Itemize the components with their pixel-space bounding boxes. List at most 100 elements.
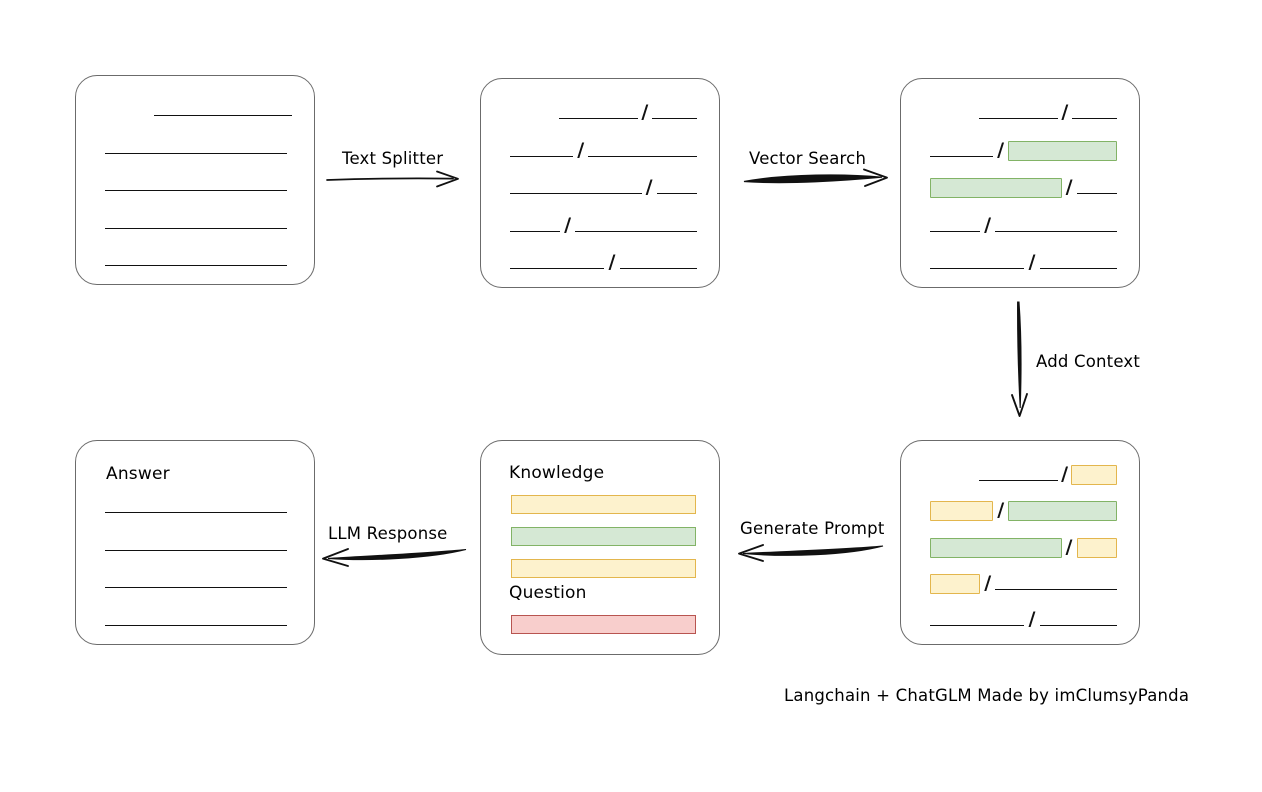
text-row — [76, 99, 314, 121]
slash-separator: / — [1028, 608, 1036, 630]
node-heading: Question — [509, 583, 587, 603]
text-row: / — [901, 138, 1139, 162]
slash-separator: / — [564, 213, 572, 236]
text-row — [76, 249, 314, 271]
text-row: / — [481, 101, 719, 124]
text-line-segment — [105, 212, 287, 234]
highlight-segment-green — [1008, 140, 1117, 161]
arrow-add-context — [1011, 301, 1028, 417]
highlight-segment-yellow — [930, 573, 981, 594]
text-row: / — [901, 608, 1139, 631]
node-source-document[interactable] — [75, 75, 315, 285]
text-line-segment — [1076, 177, 1118, 199]
text-row: / — [901, 251, 1139, 274]
text-line-segment — [995, 573, 1117, 595]
arrow-text-splitter — [326, 170, 459, 188]
edge-label-edge-llm-response: LLM Response — [328, 524, 448, 543]
slash-separator: / — [1061, 101, 1069, 123]
text-row — [76, 174, 314, 196]
arrow-generate-prompt — [738, 544, 884, 562]
content-bar-yellow — [511, 495, 696, 514]
content-bar-green — [511, 527, 696, 546]
text-line-segment — [651, 102, 698, 124]
slash-separator: / — [984, 213, 992, 236]
text-line-segment — [510, 177, 642, 199]
text-row: / — [901, 463, 1139, 486]
node-answer[interactable]: Answer — [75, 440, 315, 645]
text-line-segment — [105, 137, 287, 159]
slash-separator: / — [641, 101, 649, 123]
text-line-segment — [930, 609, 1025, 631]
slash-separator: / — [984, 571, 992, 594]
text-row: / — [901, 571, 1139, 595]
text-row — [76, 571, 314, 593]
text-row — [76, 137, 314, 159]
slash-separator: / — [997, 138, 1005, 161]
text-line-segment — [1039, 252, 1118, 274]
text-line-segment — [978, 464, 1058, 486]
highlight-segment-yellow — [1071, 465, 1117, 485]
text-line-segment — [978, 102, 1059, 124]
text-line-segment — [105, 534, 287, 556]
text-row: / — [901, 535, 1139, 559]
slash-separator: / — [577, 138, 585, 161]
text-row — [76, 212, 314, 234]
node-body: / / / / / — [901, 441, 1139, 644]
text-line-segment — [1071, 102, 1118, 124]
slash-separator: / — [1028, 251, 1036, 273]
node-body: / / / / / — [901, 79, 1139, 287]
node-context-augmented-chunks[interactable]: / / / / / — [900, 440, 1140, 645]
node-heading: Knowledge — [509, 463, 605, 483]
highlight-segment-yellow — [1076, 537, 1117, 558]
node-body: Answer — [76, 441, 314, 644]
text-line-segment — [930, 140, 994, 162]
text-line-segment — [575, 215, 697, 237]
node-split-chunks[interactable]: / / / / / — [480, 78, 720, 288]
text-row: / — [901, 499, 1139, 522]
slash-separator: / — [997, 499, 1005, 522]
slash-separator: / — [1065, 535, 1073, 558]
content-bar-red — [511, 615, 696, 634]
text-line-segment — [930, 252, 1025, 274]
edge-label-edge-add-context: Add Context — [1036, 352, 1141, 371]
edge-label-edge-generate-prompt: Generate Prompt — [740, 519, 885, 538]
node-heading: Answer — [106, 464, 170, 484]
text-row: / — [481, 176, 719, 199]
text-row — [76, 609, 314, 631]
edge-label-edge-vector-search: Vector Search — [749, 149, 867, 168]
text-line-segment — [153, 99, 293, 121]
text-line-segment — [656, 177, 698, 199]
edge-label-edge-text-splitter: Text Splitter — [342, 149, 444, 168]
node-vector-matched-chunks[interactable]: / / / / / — [900, 78, 1140, 288]
highlight-segment-green — [1008, 501, 1117, 522]
arrow-llm-response — [322, 548, 467, 567]
text-line-segment — [619, 252, 698, 274]
text-row — [76, 496, 314, 518]
text-line-segment — [510, 140, 574, 162]
text-line-segment — [105, 174, 287, 196]
arrow-vector-search — [743, 168, 888, 187]
footer-credit: Langchain + ChatGLM Made by imClumsyPand… — [784, 686, 1190, 705]
text-line-segment — [995, 215, 1117, 237]
text-row: / — [901, 213, 1139, 237]
text-line-segment — [588, 140, 697, 162]
text-line-segment — [105, 609, 287, 631]
text-row: / — [481, 213, 719, 237]
text-row — [76, 534, 314, 556]
text-row: / — [481, 138, 719, 162]
text-row: / — [901, 101, 1139, 124]
slash-separator: / — [608, 251, 616, 273]
text-row: / — [901, 176, 1139, 199]
slash-separator: / — [1061, 463, 1069, 485]
content-bar-yellow — [511, 559, 696, 578]
slash-separator: / — [1065, 176, 1073, 198]
highlight-segment-yellow — [930, 501, 994, 522]
node-body — [76, 76, 314, 284]
text-row: / — [481, 251, 719, 274]
text-line-segment — [510, 215, 561, 237]
text-line-segment — [105, 571, 287, 593]
text-line-segment — [930, 215, 981, 237]
